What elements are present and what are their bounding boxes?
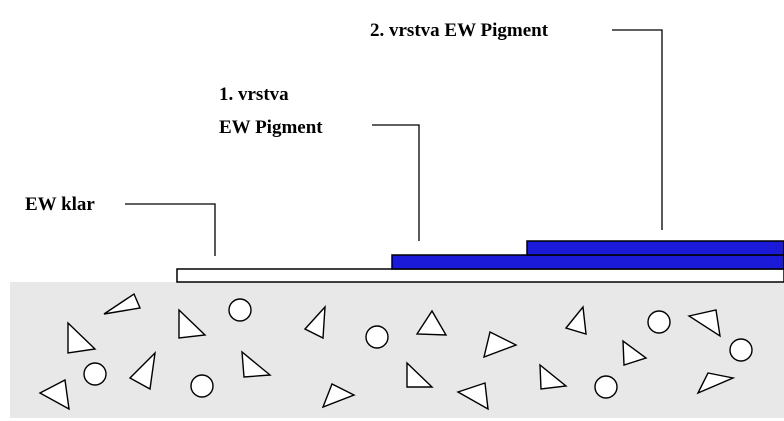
aggregate-triangle [178, 308, 207, 339]
leader-line-layer1 [372, 124, 420, 241]
aggregate-triangle [406, 361, 434, 388]
label-layer2: 2. vrstva EW Pigment [370, 20, 549, 41]
aggregate-triangle [67, 321, 97, 354]
label-layer1-line2: EW Pigment [219, 117, 323, 138]
aggregate-triangle [539, 363, 568, 390]
aggregate-circle [228, 298, 252, 322]
aggregate-circle [83, 362, 107, 386]
aggregate-triangle [303, 305, 326, 340]
aggregate-triangle [564, 305, 587, 335]
aggregate-circle [647, 310, 671, 334]
leader-line-clear [125, 203, 216, 256]
aggregate-triangle [483, 330, 518, 359]
label-layer1-line1: 1. vrstva [219, 84, 289, 105]
pigment-layer-1 [391, 254, 784, 270]
clear-coat-layer [176, 268, 784, 283]
pigment-layer-2 [526, 240, 784, 256]
aggregate-triangle [103, 292, 141, 315]
aggregate-circle [729, 338, 753, 362]
label-clear: EW klar [25, 194, 95, 215]
leader-line-layer2 [612, 29, 663, 230]
aggregate-triangle [128, 351, 156, 391]
aggregate-triangle [321, 383, 356, 409]
aggregate-circle [594, 375, 618, 399]
aggregate-triangle [696, 372, 736, 395]
aggregate-triangle [622, 339, 648, 366]
aggregate-triangle [241, 350, 272, 378]
aggregate-triangle [456, 382, 489, 411]
aggregate-triangle [687, 309, 721, 338]
aggregate-circle [365, 325, 389, 349]
aggregate-triangle [415, 309, 448, 336]
aggregate-circle [190, 374, 214, 398]
aggregate-triangle [38, 378, 70, 411]
